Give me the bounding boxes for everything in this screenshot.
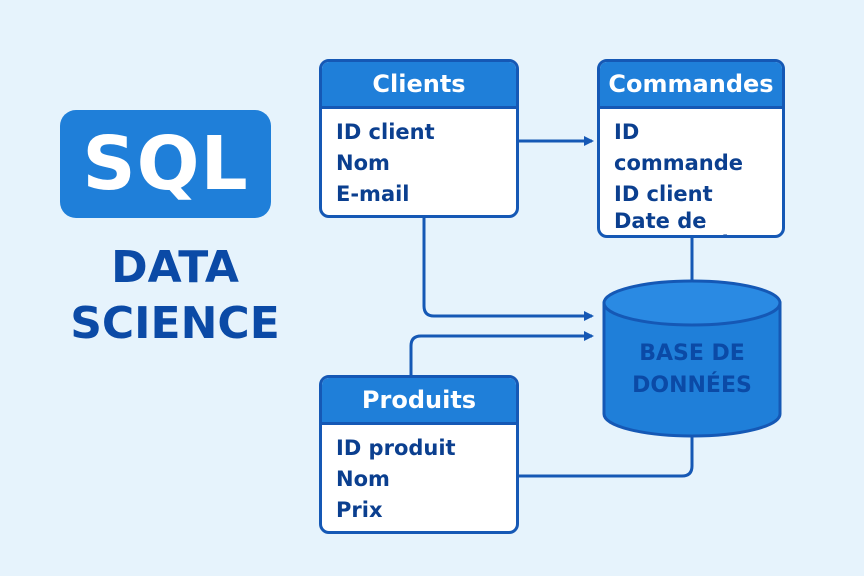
table-commandes-fields: ID commande ID client Date de commande [600, 109, 782, 236]
data-science-title: DATA SCIENCE [40, 240, 310, 352]
title-line-science: SCIENCE [70, 298, 280, 349]
field-id-client: ID client [336, 120, 435, 144]
table-produits: Produits ID produit Nom Prix [319, 375, 519, 534]
table-produits-fields: ID produit Nom Prix [322, 425, 516, 526]
field-id-produit: ID produit [336, 436, 456, 460]
arrow-produits-to-database [409, 331, 594, 375]
table-commandes: Commandes ID commande ID client Date de … [597, 59, 785, 238]
table-produits-header: Produits [322, 378, 516, 425]
sql-badge-text: SQL [82, 121, 249, 207]
line-database-to-produits [519, 436, 694, 478]
field-nom: Nom [336, 151, 390, 175]
field-prix: Prix [336, 498, 383, 522]
field-id-client: ID client [614, 182, 713, 206]
table-clients-header: Clients [322, 62, 516, 109]
sql-badge: SQL [60, 110, 271, 218]
database-label: BASE DE DONNÉES [604, 338, 780, 402]
arrow-clients-to-database [422, 218, 594, 321]
database-label-line1: BASE DE [639, 341, 745, 366]
database-cylinder-icon [602, 279, 782, 438]
table-clients-fields: ID client Nom E-mail [322, 109, 516, 210]
field-date-de: Date de [614, 209, 707, 233]
field-id-commande: ID commande [614, 120, 744, 175]
database-label-line2: DONNÉES [632, 373, 752, 398]
table-commandes-header: Commandes [600, 62, 782, 109]
field-email: E-mail [336, 182, 410, 206]
field-commande: commande [614, 233, 768, 236]
field-nom: Nom [336, 467, 390, 491]
table-clients: Clients ID client Nom E-mail [319, 59, 519, 218]
title-line-data: DATA [111, 242, 239, 293]
